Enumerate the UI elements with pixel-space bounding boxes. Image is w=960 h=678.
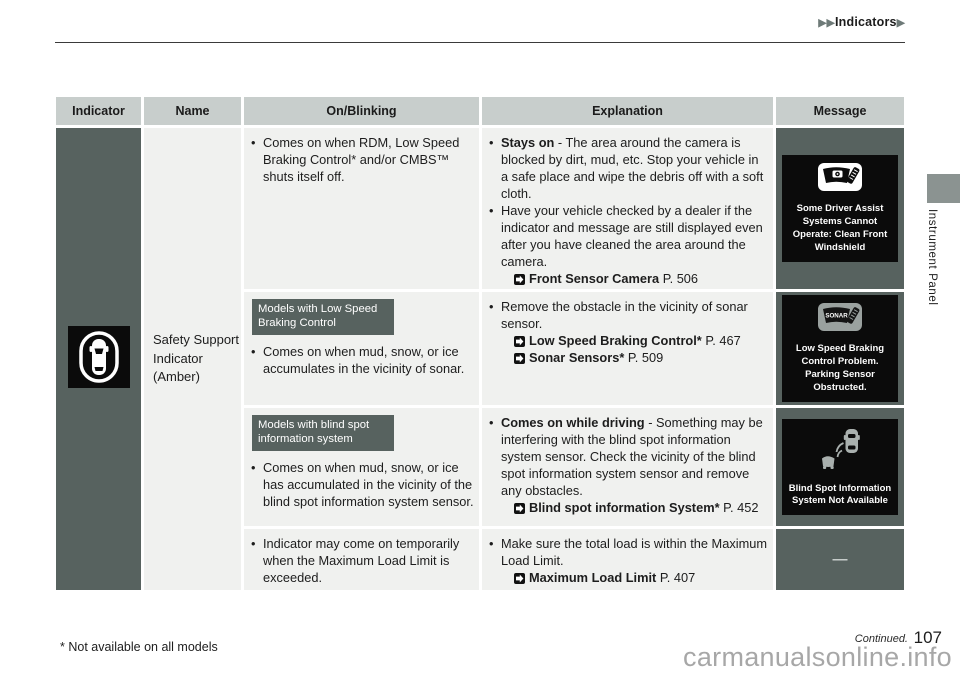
bullet-item: • Comes on when mud, snow, or ice accumul… [251, 343, 474, 377]
breadcrumb-arrow-icon: ▶▶ [818, 17, 835, 29]
explanation-cell: • Stays on - The area around the camera i… [482, 128, 773, 289]
on-blinking-cell: Models with Low Speed Braking Control • Co… [244, 292, 479, 405]
on-blinking-cell: Models with blind spot information syste… [244, 408, 479, 526]
message-cell: SONAR Low Speed Braking Control Problem. … [776, 292, 904, 405]
bullet-text: Stays on - The area around the camera is… [501, 135, 764, 201]
reference-arrow-icon [514, 501, 525, 514]
column-header-message: Message [776, 97, 904, 125]
message-cell: Some Driver Assist Systems Cannot Operat… [776, 128, 904, 289]
bullet-item: • Indicator may come on temporarily when … [251, 535, 474, 586]
bullet-icon: • [489, 135, 494, 150]
bullet-text: Remove the obstacle in the vicinity of s… [501, 298, 768, 366]
page-number: 107 [913, 628, 942, 647]
bullet-item: • Comes on when RDM, Low Speed Braking Co… [251, 134, 474, 185]
header-divider [55, 42, 905, 43]
svg-text:SONAR: SONAR [825, 313, 848, 320]
bullet-icon: • [489, 203, 494, 218]
chapter-label: Instrument Panel [926, 209, 938, 306]
breadcrumb-label: Indicators [834, 15, 897, 29]
bullet-text: Comes on when mud, snow, or ice accumula… [263, 343, 465, 376]
column-header-explanation: Explanation [482, 97, 773, 125]
reference-arrow-icon [514, 272, 525, 285]
chapter-tab [927, 174, 960, 203]
bullet-icon: • [251, 536, 256, 551]
indicator-table: Indicator Name On/Blinking Explanation M… [56, 97, 904, 590]
message-cell: Blind Spot Information System Not Availa… [776, 408, 904, 526]
model-variant-badge: Models with blind spot information syste… [252, 415, 394, 451]
message-cell: — [776, 529, 904, 590]
message-text: Blind Spot Information System Not Availa… [788, 482, 892, 507]
bullet-text: Comes on when RDM, Low Speed Braking Con… [263, 135, 460, 184]
reference-arrow-icon [514, 334, 525, 347]
footnote: * Not available on all models [60, 640, 218, 654]
reference-arrow-icon [514, 351, 525, 364]
bullet-icon: • [489, 299, 494, 314]
column-header-on-blinking: On/Blinking [244, 97, 479, 125]
message-display: Some Driver Assist Systems Cannot Operat… [782, 155, 898, 262]
message-display: Blind Spot Information System Not Availa… [782, 418, 898, 516]
message-text: Low Speed Braking Control Problem. Parki… [795, 343, 885, 393]
bullet-text: Indicator may come on temporarily when t… [263, 536, 460, 585]
page-reference: Sonar Sensors* P. 509 [514, 349, 768, 366]
bullet-text: Have your vehicle checked by a dealer if… [501, 202, 768, 287]
message-text: Some Driver Assist Systems Cannot Operat… [792, 203, 888, 253]
bullet-item: • Comes on when mud, snow, or ice has acc… [251, 459, 474, 510]
explanation-cell: • Remove the obstacle in the vicinity of … [482, 292, 773, 405]
sonar-icon: SONAR [817, 302, 863, 337]
bullet-text: Comes on when mud, snow, or ice has accu… [263, 459, 474, 509]
bullet-icon: • [251, 135, 256, 150]
page-reference: Maximum Load Limit P. 407 [514, 569, 768, 586]
bullet-item: • Stays on - The area around the camera i… [489, 134, 768, 202]
page-reference: Front Sensor Camera P. 506 [514, 270, 768, 287]
bullet-icon: • [251, 459, 256, 475]
breadcrumb: ▶▶Indicators▶ [818, 15, 905, 29]
breadcrumb-arrow-icon: ▶ [896, 17, 905, 29]
indicator-name: Safety Support Indicator (Amber) [153, 331, 239, 385]
bullet-item: • Make sure the total load is within the … [489, 535, 768, 586]
bullet-item: • Remove the obstacle in the vicinity of … [489, 298, 768, 366]
bullet-icon: • [489, 536, 494, 551]
reference-arrow-icon [514, 571, 525, 584]
bullet-icon: • [489, 415, 494, 430]
on-blinking-cell: • Comes on when RDM, Low Speed Braking Co… [244, 128, 479, 289]
safety-support-indicator-icon [67, 325, 130, 393]
bullet-icon: • [251, 343, 256, 359]
bullet-item: • Have your vehicle checked by a dealer i… [489, 202, 768, 287]
bullet-item: • Comes on while driving - Something may … [489, 414, 768, 516]
indicator-cell [56, 128, 141, 590]
bullet-text: Make sure the total load is within the M… [501, 536, 768, 586]
model-variant-badge: Models with Low Speed Braking Control [252, 299, 394, 335]
no-message-dash: — [832, 551, 848, 568]
explanation-cell: • Make sure the total load is within the … [482, 529, 773, 590]
page-reference: Low Speed Braking Control* P. 467 [514, 332, 768, 349]
column-header-name: Name [144, 97, 241, 125]
bullet-text: Comes on while driving - Something may b… [501, 414, 768, 516]
watermark: carmanualsonline.info [683, 642, 952, 672]
indicator-name-cell: Safety Support Indicator (Amber) [144, 128, 241, 590]
column-header-indicator: Indicator [56, 97, 141, 125]
explanation-cell: • Comes on while driving - Something may … [482, 408, 773, 526]
blind-spot-icon [820, 426, 860, 477]
message-display: SONAR Low Speed Braking Control Problem. … [782, 295, 898, 402]
page-reference: Blind spot information System* P. 452 [514, 499, 768, 516]
on-blinking-cell: • Indicator may come on temporarily when … [244, 529, 479, 590]
continued-label: Continued. [854, 633, 908, 645]
windshield-camera-icon [817, 162, 863, 197]
